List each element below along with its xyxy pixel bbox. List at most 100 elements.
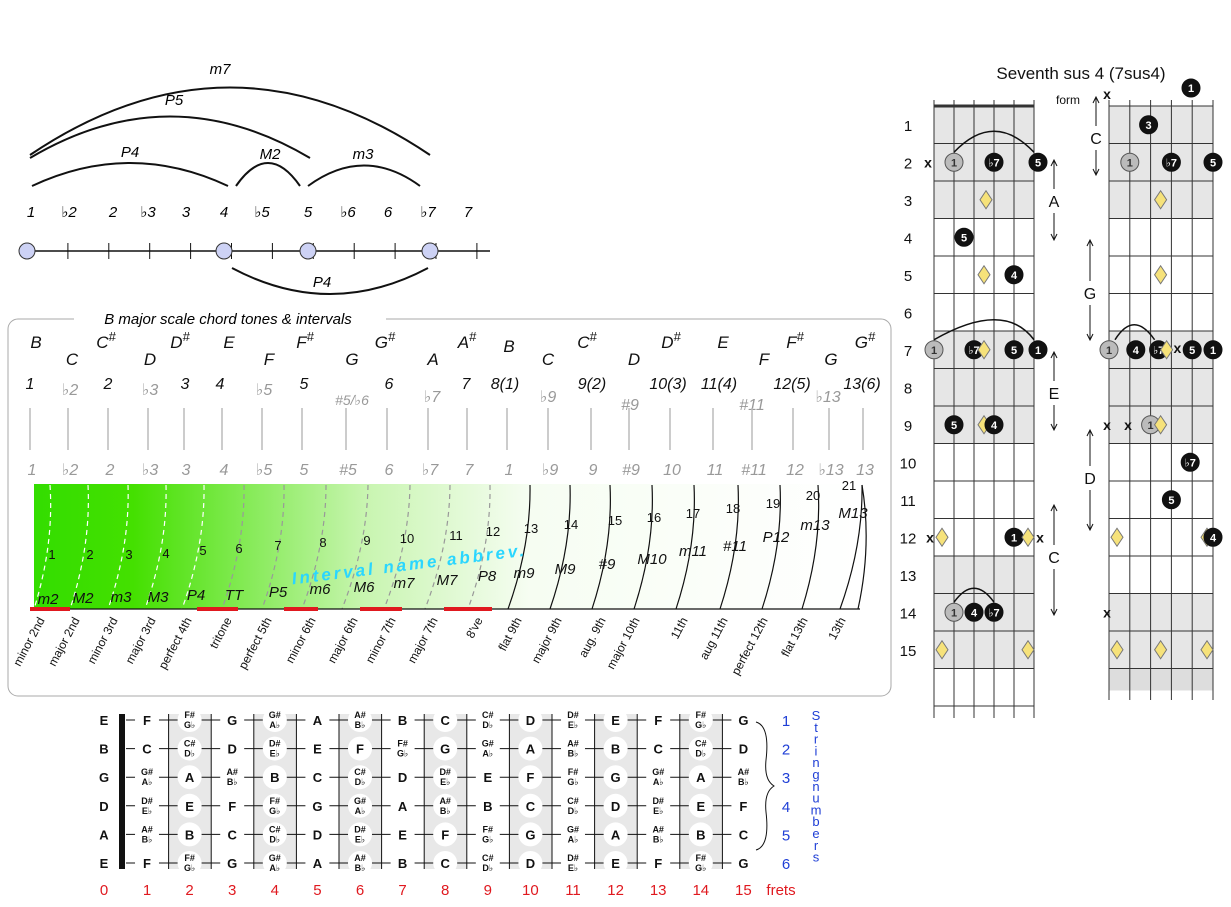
- scale-diamond: [1021, 639, 1035, 660]
- barre-arc: [953, 587, 995, 603]
- chord-dot: [924, 340, 944, 360]
- fret-note: G♭: [567, 777, 578, 787]
- note-bg: [305, 851, 330, 875]
- degree-label: ♭13: [818, 462, 843, 479]
- fret-note: A#: [738, 767, 750, 777]
- form-arrow-head: [1050, 350, 1058, 359]
- form-arrow-head: [1050, 158, 1058, 167]
- fret-number: 9: [484, 882, 492, 899]
- scale-number: ♭13: [815, 389, 840, 406]
- chord-dot-label: 5: [1210, 157, 1216, 169]
- note-bg: [603, 765, 628, 790]
- string-number: 4: [782, 799, 790, 816]
- semitone-count: 14: [564, 517, 578, 532]
- chord-dot-label: 5: [961, 232, 967, 244]
- fret-note: B: [270, 770, 279, 785]
- chord-dot: [1203, 152, 1223, 172]
- interval-divider: [839, 484, 863, 610]
- note-bg: [177, 765, 202, 790]
- chord-fret-number: 15: [900, 643, 917, 660]
- arc-m3: [307, 164, 421, 187]
- chord-dot: [1004, 340, 1024, 360]
- note-bg: [518, 708, 543, 732]
- chord-dot-label: 1: [951, 607, 957, 619]
- interval-abbrev: m7: [394, 575, 415, 592]
- muted-string-mark: x: [1103, 417, 1111, 433]
- muted-string-mark: x: [1036, 529, 1044, 545]
- scale-number: #9: [621, 397, 639, 414]
- fret-note: G: [312, 799, 322, 814]
- note-bg: [262, 822, 287, 847]
- fret-number: 11: [565, 882, 581, 899]
- fret-note: A♭: [653, 777, 664, 787]
- fret-note: F#: [568, 767, 579, 777]
- fret-note: A#: [567, 739, 579, 749]
- interval-name: minor 3rd: [84, 615, 120, 666]
- form-arrow-head: [1086, 238, 1094, 247]
- fret-note: B: [398, 713, 407, 728]
- note-bg: [475, 736, 500, 761]
- fret-note: B♭: [738, 777, 749, 787]
- semitone-count: 11: [449, 528, 463, 543]
- interval-name: flat 9th: [495, 615, 524, 653]
- note-bg: [688, 822, 713, 847]
- interval-name: major 10th: [604, 615, 643, 672]
- fret-note: B♭: [355, 720, 366, 730]
- scale-number: 2: [103, 376, 113, 393]
- fret-note: E: [313, 742, 322, 757]
- fret-note: C: [654, 742, 664, 757]
- fret-note: F: [228, 799, 236, 814]
- note-bg: [646, 793, 671, 818]
- chord-diagram: Seventh sus 4 (7sus4) form 1234567891011…: [900, 64, 1223, 718]
- degree-label: #5: [339, 462, 357, 479]
- chord-dot-label: 5: [951, 420, 957, 432]
- note-name: G#: [855, 329, 876, 352]
- interval-gradient-band: [34, 484, 860, 609]
- chord-dot-label: ♭7: [1166, 157, 1177, 169]
- scale-number: ♭7: [424, 389, 442, 406]
- interval-divider: [719, 484, 739, 610]
- chord-dot: [1203, 527, 1223, 547]
- note-bg: [688, 765, 713, 790]
- note-bg: [348, 793, 372, 818]
- fret-number: 4: [271, 882, 279, 899]
- string-numbers-letter: n: [812, 755, 819, 770]
- form-arrow-head: [1086, 428, 1094, 437]
- fret-note: F#: [184, 710, 195, 720]
- fret-number: 6: [356, 882, 364, 899]
- note-bg: [646, 708, 671, 732]
- interval-name: flat 13th: [778, 615, 810, 659]
- barre-arc: [933, 319, 1035, 341]
- string-numbers-letter: r: [814, 732, 819, 747]
- chord-dot-label: ♭7: [968, 345, 979, 357]
- note-bg: [177, 822, 202, 847]
- semitone-count: 12: [486, 524, 500, 539]
- note-bg: [135, 793, 159, 818]
- open-string-note: A: [99, 827, 109, 842]
- semitone-count: 8: [319, 535, 326, 550]
- fret-note: D♭: [482, 863, 493, 873]
- fret-note: A♭: [355, 806, 366, 816]
- chord-fret-number: 7: [904, 343, 912, 360]
- note-bg: [135, 765, 159, 790]
- scale-number: 10(3): [649, 376, 686, 393]
- fret-note: G♭: [397, 749, 408, 759]
- fret-number: 13: [650, 882, 667, 899]
- note-bg: [348, 708, 372, 732]
- note-bg: [135, 822, 159, 847]
- interval-divider: [761, 484, 781, 610]
- scale-number: 5: [300, 376, 309, 393]
- form-letter: D: [1084, 471, 1096, 488]
- fret-note: F#: [483, 824, 494, 834]
- note-bg: [348, 765, 372, 790]
- chord-dot: [984, 602, 1004, 622]
- interval-abbrev: m2: [38, 591, 59, 608]
- fret-note: G♭: [695, 863, 706, 873]
- note-name: A#: [457, 329, 477, 352]
- chord-fret-number: 8: [904, 380, 912, 397]
- fret-note: B♭: [440, 806, 451, 816]
- interval-abbrev: P4: [187, 587, 205, 604]
- note-name: G#: [375, 329, 396, 352]
